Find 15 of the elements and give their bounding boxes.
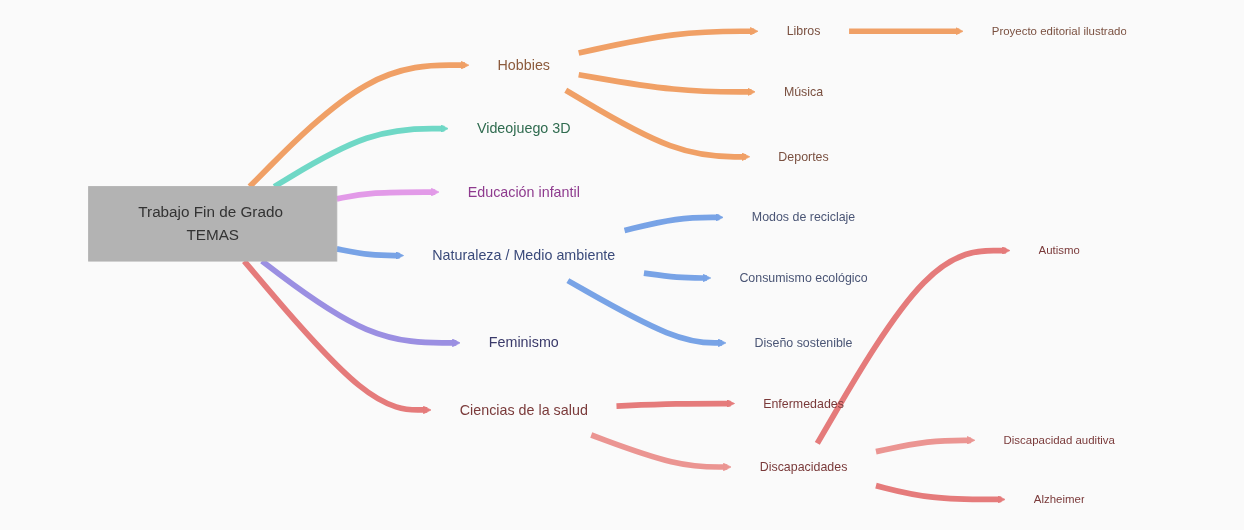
arrow: [564, 87, 751, 161]
node-box: Trabajo Fin de Grado TEMAS: [88, 186, 338, 262]
arrow: [336, 187, 440, 202]
arrow: [643, 270, 712, 283]
arrow: [616, 399, 735, 409]
arrow: [623, 213, 724, 234]
arrow: [849, 27, 964, 36]
arrow: [336, 246, 404, 260]
arrow: [590, 432, 732, 472]
arrow: [578, 71, 756, 97]
arrow: [578, 27, 759, 56]
arrow: [566, 278, 727, 348]
arrow: [875, 482, 1006, 504]
arrow: [875, 436, 976, 455]
arrow: [814, 246, 1011, 445]
